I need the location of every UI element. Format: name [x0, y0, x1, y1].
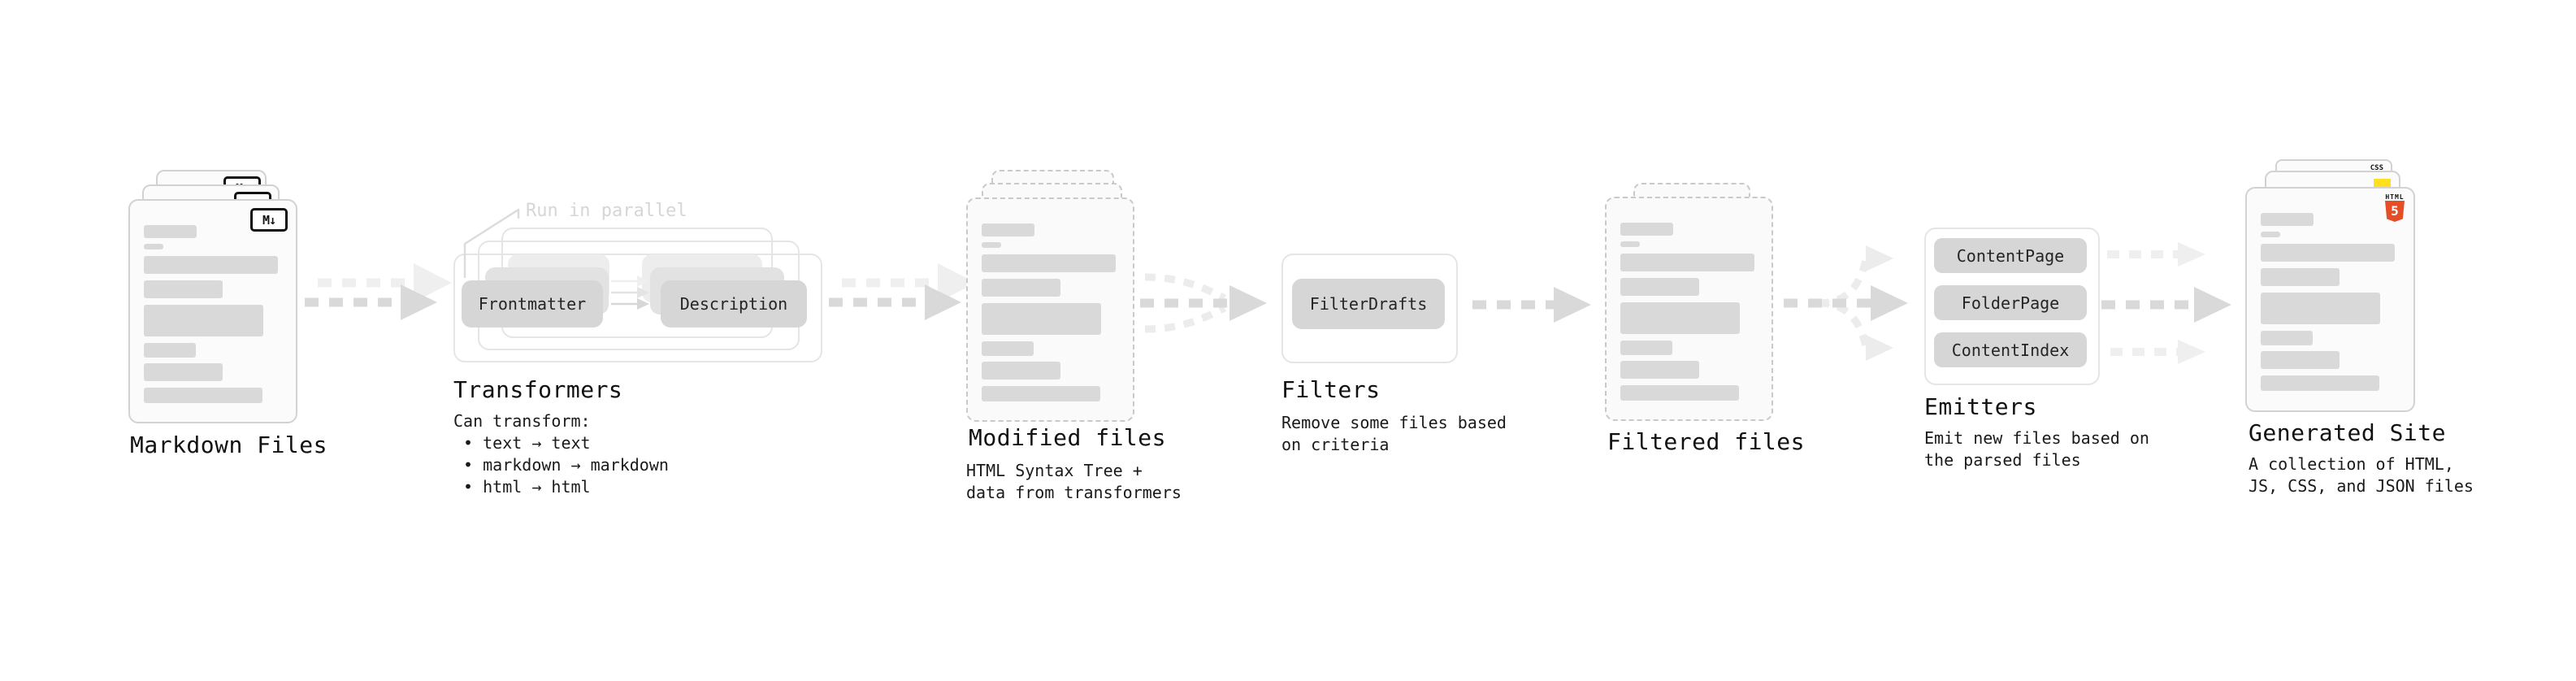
- stage-label: Generated Site: [2249, 419, 2447, 446]
- skeleton-line: [2261, 244, 2395, 262]
- emitter-content-page-box: ContentPage: [1934, 238, 2087, 273]
- stage-description: Remove some files based on criteria: [1281, 413, 1507, 454]
- transformer-frontmatter-box: Frontmatter: [462, 280, 603, 327]
- stage-label: Filtered files: [1607, 428, 1806, 455]
- skeleton-line: [2261, 293, 2380, 324]
- skeleton-line: [982, 341, 1034, 356]
- flow-arrow-transformers-to-modified: [829, 263, 976, 320]
- emitters-container: [1924, 228, 2100, 385]
- flow-arrows-emitters-to-generated: [2101, 242, 2231, 364]
- skeleton-line: [982, 223, 1034, 236]
- skeleton-line: [144, 388, 262, 403]
- skeleton-line: [1620, 223, 1673, 236]
- flow-arrow-modified-to-filters: [1140, 273, 1267, 333]
- transformer-description-box: Description: [661, 280, 807, 327]
- transformer-container-front: [453, 254, 822, 362]
- skeleton-line: [144, 225, 197, 238]
- filter-drafts-box: FilterDrafts: [1292, 279, 1445, 329]
- emitter-content-index-box: ContentIndex: [1934, 332, 2087, 367]
- skeleton-line: [144, 280, 223, 298]
- document-card-front: M↓: [128, 199, 297, 423]
- document-card-front: [966, 197, 1134, 422]
- skeleton-line: [2261, 331, 2313, 345]
- stage-description: Can transform: • text → text • markdown …: [453, 411, 669, 497]
- emitter-folder-page-box: FolderPage: [1934, 285, 2087, 320]
- stage-label: Filters: [1281, 376, 1381, 403]
- flow-arrow-filtered-to-emitters: [1784, 245, 1908, 361]
- skeleton-line: [144, 363, 223, 381]
- html5-icon-shield: 5: [2385, 201, 2405, 222]
- skeleton-line: [982, 386, 1100, 401]
- js-icon: [2374, 179, 2391, 189]
- run-in-parallel-annotation: Run in parallel: [526, 201, 687, 221]
- skeleton-line: [2261, 375, 2379, 391]
- stage-description: A collection of HTML, JS, CSS, and JSON …: [2249, 454, 2474, 496]
- skeleton-line: [1620, 340, 1672, 355]
- stage-label: Transformers: [453, 376, 623, 403]
- skeleton-line: [2261, 213, 2314, 226]
- skeleton-line: [144, 244, 163, 249]
- skeleton-line: [1620, 385, 1739, 401]
- stage-label: Modified files: [969, 424, 1167, 451]
- skeleton-line: [982, 242, 1001, 248]
- stage-label: Emitters: [1924, 393, 2037, 420]
- skeleton-line: [144, 343, 196, 358]
- skeleton-line: [982, 279, 1060, 297]
- filters-container: [1281, 254, 1458, 363]
- skeleton-line: [982, 254, 1116, 272]
- annotation-leader-line: [463, 208, 520, 278]
- skeleton-line: [1620, 361, 1699, 379]
- stage-label: Markdown Files: [130, 432, 328, 458]
- skeleton-line: [144, 256, 278, 274]
- markdown-icon: M↓: [250, 208, 288, 232]
- skeleton-line: [1620, 302, 1740, 334]
- skeleton-line: [2261, 351, 2340, 369]
- skeleton-line: [982, 303, 1101, 335]
- skeleton-line: [982, 362, 1060, 380]
- flow-arrow-markdown-to-transformers: [305, 263, 452, 320]
- skeleton-line: [144, 305, 263, 336]
- html5-icon-word: HTML: [2385, 193, 2405, 201]
- document-card-html: HTML 5: [2245, 187, 2415, 412]
- skeleton-line: [1620, 278, 1699, 296]
- skeleton-line: [2261, 268, 2340, 286]
- skeleton-line: [1620, 241, 1640, 247]
- skeleton-line: [2261, 232, 2280, 237]
- document-card-front: [1605, 197, 1773, 421]
- skeleton-line: [1620, 254, 1754, 271]
- stage-description: Emit new files based on the parsed files: [1924, 428, 2149, 470]
- flow-arrow-filters-to-filtered: [1472, 287, 1591, 323]
- html5-icon: HTML 5: [2384, 193, 2405, 222]
- parallel-mini-arrows: [611, 275, 649, 310]
- stage-description: HTML Syntax Tree + data from transformer…: [966, 461, 1182, 502]
